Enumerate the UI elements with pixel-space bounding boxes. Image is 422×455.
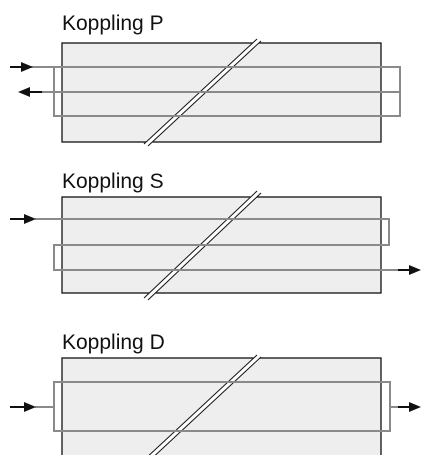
coupling-s-inlet-arrow-icon: [24, 214, 36, 224]
coupling-p-label: Koppling P: [62, 12, 164, 35]
coupling-d-label: Koppling D: [62, 331, 165, 354]
coupling-d-pipe: [35, 381, 398, 432]
coupling-d-break-mark: [148, 353, 262, 455]
coupling-p-pipe: [30, 66, 401, 117]
coupling-d-break-line-a: [148, 354, 258, 455]
coupling-s-diagram: [10, 189, 421, 302]
coupling-s-break-line-b: [147, 192, 262, 301]
coupling-p-diagram: [10, 37, 401, 148]
coupling-p-break-line-b: [147, 40, 262, 147]
coupling-s-pipe: [35, 218, 398, 271]
coupling-d-outlet-arrow-icon: [409, 402, 421, 412]
coupling-d-box: [61, 357, 382, 455]
coupling-p-inlet-arrow-icon: [21, 62, 33, 72]
coupling-s-label: Koppling S: [62, 170, 164, 193]
coupling-d-inlet-arrow-icon: [24, 402, 36, 412]
coupling-p-outlet-arrow-icon: [18, 87, 30, 97]
coupling-d-break-line-b: [154, 356, 262, 455]
coupling-d-diagram: [10, 353, 421, 455]
coupling-s-outlet-arrow-icon: [409, 265, 421, 275]
